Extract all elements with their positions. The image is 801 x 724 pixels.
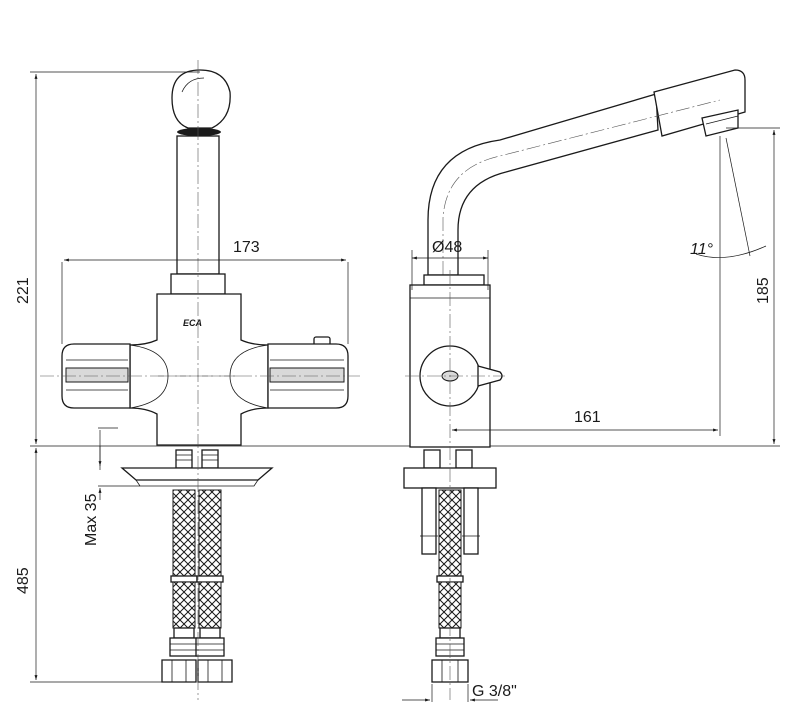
front-hoses [161,489,233,683]
side-body [405,274,505,448]
dim-diameter-48: Ø48 [432,239,462,256]
dim-angle-11: 11° [690,241,714,258]
dim-185: 185 [755,277,772,304]
brand-logo: ECA [183,318,202,328]
dim-161: 161 [574,409,601,426]
dim-485: 485 [15,567,32,594]
dim-max-35: Max 35 [83,493,100,546]
dimension-lines [30,71,780,702]
front-view: ECA [40,60,360,700]
front-spout [170,69,231,295]
side-spout [427,69,746,276]
front-connectors [120,449,274,487]
dim-221: 221 [15,277,32,304]
dim-173: 173 [233,239,260,256]
dim-thread-g38: G 3/8" [472,683,517,700]
side-view [403,69,746,700]
